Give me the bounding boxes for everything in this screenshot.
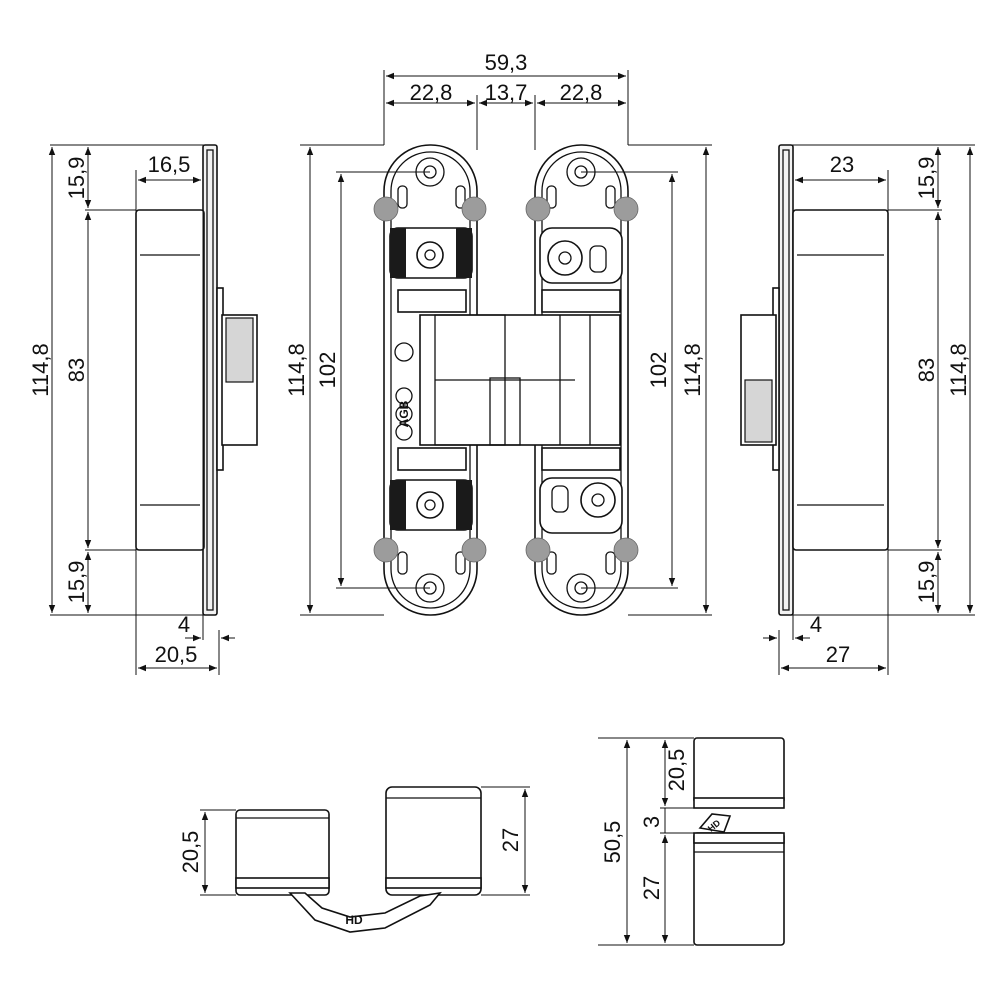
dim-side-bottom-height: 27 [639, 876, 664, 900]
dim-front-overall-height: 114,8 [284, 343, 309, 396]
dim-right-total-depth: 27 [826, 642, 850, 667]
dim-left-overall-height: 114,8 [28, 343, 53, 396]
right-side-view: 23 15,9 83 114,8 15,9 4 27 [740, 144, 975, 675]
dim-right-overall-height: 114,8 [946, 343, 971, 396]
dim-right-depth: 23 [830, 152, 854, 177]
side-view-hinge-fold [698, 813, 732, 833]
left-side-view: 15,9 114,8 83 15,9 16,5 4 20,5 [28, 144, 258, 675]
dim-left-top-offset: 15,9 [64, 157, 89, 200]
logo-marks: AGB [394, 342, 414, 441]
dim-top-view-right-height: 27 [498, 828, 523, 852]
side-view-bottom-body [693, 832, 785, 946]
top-view: HD 20,5 27 [178, 786, 530, 933]
dim-left-bottom-offset: 15,9 [64, 561, 89, 604]
right-body [792, 209, 889, 551]
dim-side-total-height: 50,5 [600, 821, 625, 864]
left-adjusters [389, 227, 473, 531]
logo-text: AGB [397, 400, 411, 427]
central-arm [419, 314, 621, 446]
grey-plugs [373, 196, 639, 563]
dim-right-body-height: 83 [914, 358, 939, 382]
dim-top-view-left-height: 20,5 [178, 831, 203, 874]
side-view: HD 20,5 50,5 3 27 [598, 737, 785, 946]
dim-left-flange: 4 [178, 612, 190, 637]
left-flange-plate [202, 144, 218, 616]
dim-front-right-overall-height: 114,8 [680, 343, 705, 396]
dim-center-gap: 13,7 [485, 80, 528, 105]
top-view-hinge-arm [288, 891, 442, 933]
dim-left-body-height: 83 [64, 358, 89, 382]
dim-right-flange: 4 [810, 612, 822, 637]
dim-front-hole-spacing: 102 [315, 352, 340, 389]
arm-label: HD [345, 913, 363, 927]
dim-right-top-offset: 15,9 [914, 157, 939, 200]
top-view-left-body [235, 809, 330, 896]
dim-right-bottom-offset: 15,9 [914, 561, 939, 604]
right-flange-plate [778, 144, 794, 616]
dim-side-top-height: 20,5 [664, 749, 689, 792]
right-adjusters [539, 227, 623, 534]
dim-left-total-depth: 20,5 [155, 642, 198, 667]
dim-overall-width: 59,3 [485, 50, 528, 75]
dim-front-right-hole-spacing: 102 [646, 352, 671, 389]
dim-plate-width-right: 22,8 [560, 80, 603, 105]
dim-plate-width-left: 22,8 [410, 80, 453, 105]
front-view: AGB 59,3 22,8 13,7 22,8 114,8 102 102 1 [284, 50, 712, 616]
side-view-top-body [693, 737, 785, 804]
dim-left-depth: 16,5 [148, 152, 191, 177]
left-body [135, 209, 205, 551]
dim-side-gap: 3 [639, 816, 664, 828]
